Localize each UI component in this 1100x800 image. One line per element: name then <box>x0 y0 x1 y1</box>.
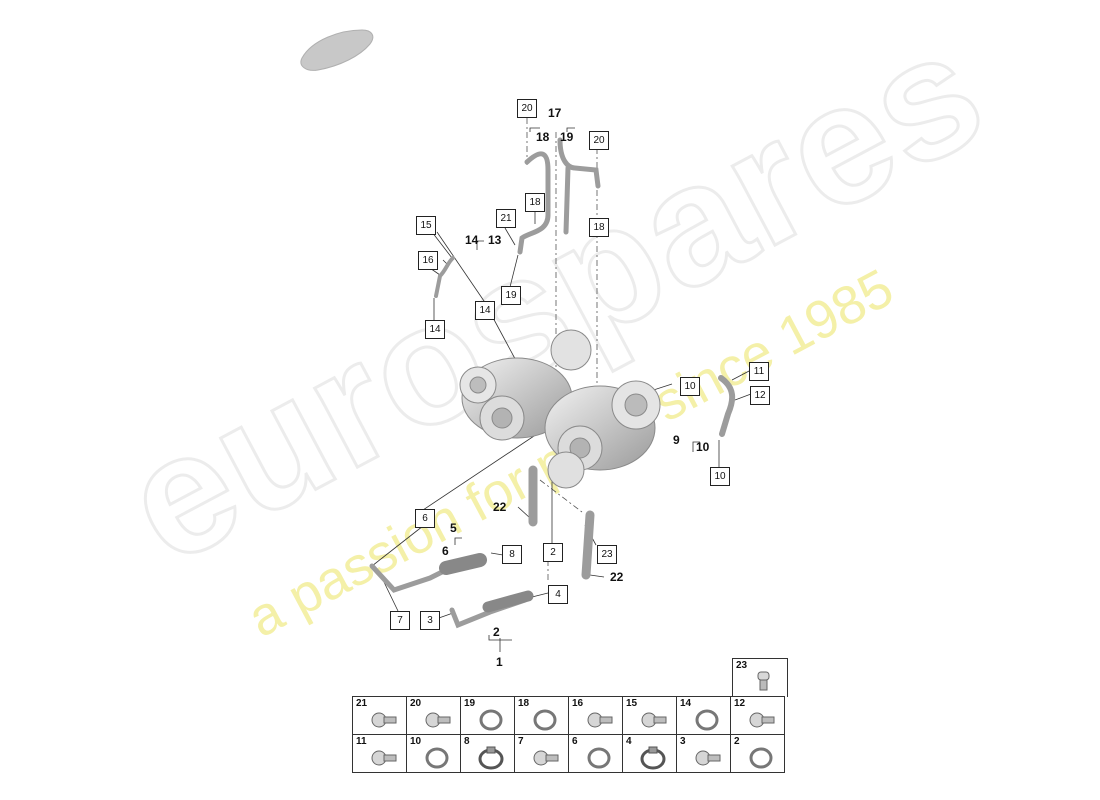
legend-cell-number: 7 <box>518 736 524 747</box>
legend-cell-number: 18 <box>518 698 530 709</box>
callout-box-18: 18 <box>525 193 545 212</box>
ring-icon <box>749 747 773 769</box>
legend-row: 11 10 8 7 6 4 3 2 <box>352 734 785 773</box>
legend-cell: 8 <box>460 734 515 773</box>
callout-label-17: 17 <box>548 106 562 120</box>
legend-cell: 2 <box>730 734 785 773</box>
legend-cell: 19 <box>460 696 515 735</box>
callout-box-4: 4 <box>548 585 568 604</box>
bolt-icon <box>695 750 721 766</box>
legend-cell-number: 12 <box>734 698 746 709</box>
bolt-icon <box>371 712 397 728</box>
bolt-icon <box>587 712 613 728</box>
bolt-short-icon <box>757 671 770 691</box>
legend-cell-number: 20 <box>410 698 422 709</box>
legend-cell-number: 2 <box>734 736 740 747</box>
callout-label-5: 5 <box>450 521 457 535</box>
legend-row: 21 20 19 18 16 15 14 12 <box>352 696 785 735</box>
callout-box-3: 3 <box>420 611 440 630</box>
legend-cell: 3 <box>676 734 731 773</box>
callout-label-13: 13 <box>488 233 502 247</box>
callout-label-9: 9 <box>673 433 680 447</box>
ring-icon <box>533 709 557 731</box>
callout-label-22: 22 <box>610 570 624 584</box>
legend-cell-number: 19 <box>464 698 476 709</box>
legend-cell: 10 <box>406 734 461 773</box>
callout-box-16: 16 <box>418 251 438 270</box>
callout-label-10: 10 <box>696 440 710 454</box>
callout-box-14: 14 <box>475 301 495 320</box>
clamp-icon <box>478 746 504 770</box>
callout-box-19: 19 <box>501 286 521 305</box>
legend-cell-number: 3 <box>680 736 686 747</box>
callout-box-6: 6 <box>415 509 435 528</box>
bolt-icon <box>533 750 559 766</box>
legend-cell: 7 <box>514 734 569 773</box>
callout-label-22: 22 <box>493 500 507 514</box>
legend-cell-number: 15 <box>626 698 638 709</box>
legend-cell-number: 4 <box>626 736 632 747</box>
legend-cell-number: 11 <box>356 736 367 747</box>
callout-label-14: 14 <box>465 233 479 247</box>
callout-label-2: 2 <box>493 625 500 639</box>
callout-box-7: 7 <box>390 611 410 630</box>
clamp-icon <box>640 746 666 770</box>
legend-cell: 6 <box>568 734 623 773</box>
legend-cell-number: 10 <box>410 736 422 747</box>
legend-cell: 4 <box>622 734 677 773</box>
callout-box-12: 12 <box>750 386 770 405</box>
callout-box-18: 18 <box>589 218 609 237</box>
turbocharger-assembly <box>459 329 661 489</box>
callout-box-10: 10 <box>710 467 730 486</box>
ring-icon <box>587 747 611 769</box>
oil-lines <box>369 137 736 629</box>
legend-cell-extra: 23 <box>732 658 788 697</box>
legend-cell: 20 <box>406 696 461 735</box>
callout-label-1: 1 <box>496 655 503 669</box>
callout-box-20: 20 <box>517 99 537 118</box>
legend-cell-number: 6 <box>572 736 578 747</box>
ring-icon <box>695 709 719 731</box>
bolt-icon <box>641 712 667 728</box>
ring-icon <box>425 747 449 769</box>
legend-cell-number: 23 <box>736 660 748 671</box>
legend-cell: 14 <box>676 696 731 735</box>
legend-cell: 11 <box>352 734 407 773</box>
callout-box-11: 11 <box>749 362 769 381</box>
legend-cell: 16 <box>568 696 623 735</box>
ring-icon <box>479 709 503 731</box>
legend-cell: 18 <box>514 696 569 735</box>
callout-box-23: 23 <box>597 545 617 564</box>
callout-box-21: 21 <box>496 209 516 228</box>
bolt-icon <box>749 712 775 728</box>
legend-cell: 15 <box>622 696 677 735</box>
legend-cell-number: 14 <box>680 698 692 709</box>
legend-cell: 21 <box>352 696 407 735</box>
callout-label-19: 19 <box>560 130 574 144</box>
callout-label-6: 6 <box>442 544 449 558</box>
fastener-legend-table: 21 20 19 18 16 15 14 12 11 10 8 7 6 4 3 2 <box>352 696 785 773</box>
legend-cell-number: 8 <box>464 736 470 747</box>
legend-cell: 12 <box>730 696 785 735</box>
callout-box-20: 20 <box>589 131 609 150</box>
callout-label-18: 18 <box>536 130 550 144</box>
bolt-icon <box>371 750 397 766</box>
callout-box-8: 8 <box>502 545 522 564</box>
legend-cell-number: 21 <box>356 698 368 709</box>
callout-box-15: 15 <box>416 216 436 235</box>
legend-cell-number: 16 <box>572 698 584 709</box>
vehicle-silhouette-icon <box>300 29 374 71</box>
callout-box-10: 10 <box>680 377 700 396</box>
callout-box-14: 14 <box>425 320 445 339</box>
bolt-icon <box>425 712 451 728</box>
callout-box-2: 2 <box>543 543 563 562</box>
